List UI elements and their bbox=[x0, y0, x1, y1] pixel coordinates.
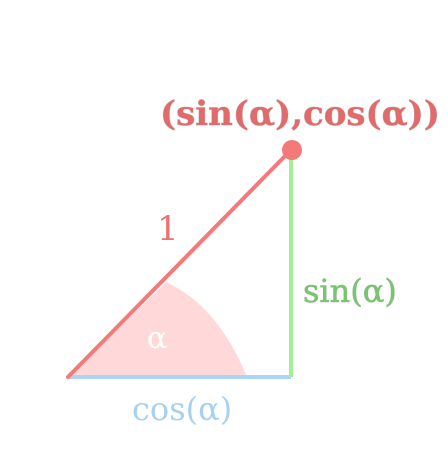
angle-wedge bbox=[68, 282, 247, 377]
opposite-label: sin(α) bbox=[303, 272, 397, 310]
angle-label: α bbox=[147, 321, 167, 356]
point-label: (sin(α),cos(α)) bbox=[160, 94, 440, 134]
point-marker bbox=[282, 140, 302, 160]
hypotenuse-label: 1 bbox=[157, 209, 179, 249]
adjacent-label: cos(α) bbox=[132, 390, 232, 428]
hypotenuse bbox=[66, 148, 293, 379]
